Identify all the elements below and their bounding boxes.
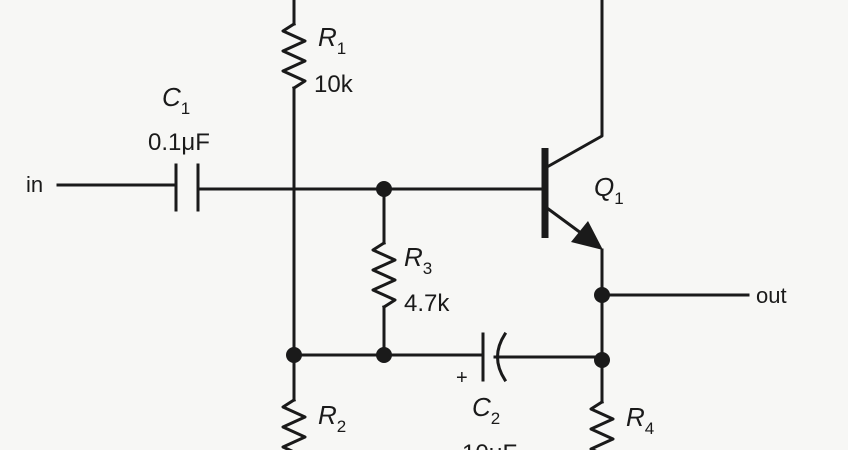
c2-label: C2 [472, 392, 500, 428]
transistor-q1 [541, 0, 604, 250]
output-label: out [756, 283, 787, 308]
input-label: in [26, 172, 43, 197]
r3-label: R3 [404, 242, 432, 278]
c1-label: C1 [162, 82, 190, 118]
c2-polarity: + [456, 367, 468, 389]
c1-value: 0.1μF [148, 129, 210, 156]
junction-dot [594, 352, 610, 368]
r3-value: 4.7k [404, 290, 450, 317]
r4-label: R4 [626, 402, 654, 438]
r1-value: 10k [314, 71, 354, 98]
c2-value: 10μF [462, 440, 517, 450]
resistor-r1 [281, 21, 307, 91]
q1-label: Q1 [594, 172, 624, 208]
junction-dot [286, 347, 302, 363]
resistor-r2 [281, 397, 307, 450]
junction-dot [376, 181, 392, 197]
capacitor-c1 [174, 163, 200, 212]
junction-dot [376, 347, 392, 363]
r2-label: R2 [318, 400, 346, 436]
resistor-r3 [371, 240, 397, 310]
emitter-arrow-icon [571, 221, 603, 250]
r1-label: R1 [318, 22, 346, 58]
junction-dot [594, 287, 610, 303]
resistor-r4 [589, 399, 615, 450]
